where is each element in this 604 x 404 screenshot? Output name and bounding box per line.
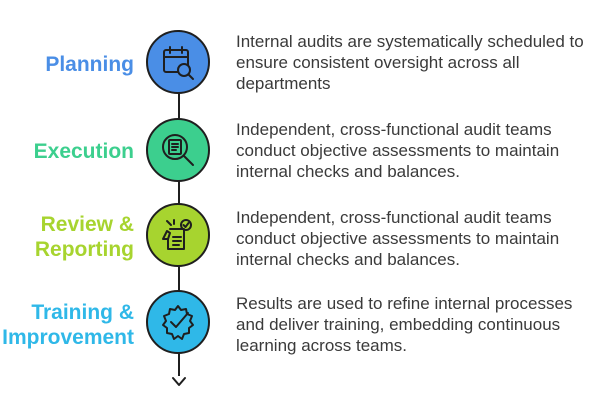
stage-icon-execution <box>146 118 210 182</box>
stage-title-planning: Planning <box>45 53 134 76</box>
calendar-search-icon <box>163 46 194 80</box>
stage-desc-review-reporting: Independent, cross-functional audit team… <box>236 208 560 269</box>
arrow-down-icon <box>172 377 186 386</box>
stage-icon-planning <box>146 30 210 94</box>
stage-desc-planning: Internal audits are systematically sched… <box>236 32 584 93</box>
stage-title-training-improvement: Training & Improvement <box>2 301 134 349</box>
stage-desc-execution: Independent, cross-functional audit team… <box>236 120 560 181</box>
gear-check-icon <box>162 305 194 340</box>
stage-title-review-reporting: Review & Reporting <box>34 213 134 261</box>
stage-desc-training-improvement: Results are used to refine internal proc… <box>236 294 573 355</box>
stage-icon-training-improvement <box>146 290 210 354</box>
checklist-hand-icon <box>162 219 192 250</box>
stage-icon-review-reporting <box>146 203 210 267</box>
document-magnifier-icon <box>162 134 194 166</box>
stage-title-execution: Execution <box>33 140 134 163</box>
